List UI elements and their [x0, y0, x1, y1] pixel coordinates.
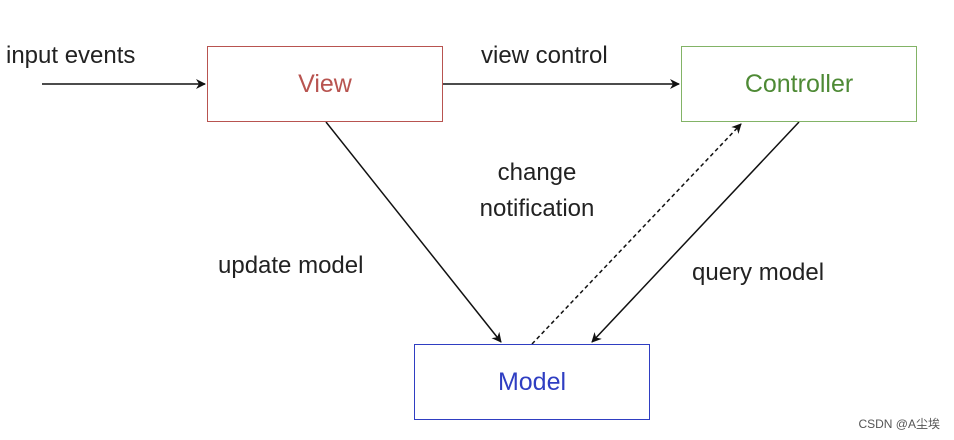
- model-node-label: Model: [497, 367, 567, 396]
- change-notification-line1: change: [497, 159, 577, 186]
- view-node: View: [207, 46, 443, 122]
- update-model-label: update model: [218, 252, 364, 279]
- change-notification-line2: notification: [479, 195, 595, 222]
- change-notification-arrow: [531, 123, 742, 345]
- controller-node-label: Controller: [744, 69, 854, 98]
- query-model-arrow: [591, 121, 800, 343]
- input-events-label: input events: [6, 42, 136, 69]
- model-node: Model: [414, 344, 650, 420]
- controller-node: Controller: [681, 46, 917, 122]
- view-control-label: view control: [481, 42, 608, 69]
- query-model-label: query model: [692, 259, 825, 286]
- update-model-arrow: [325, 121, 502, 343]
- view-node-label: View: [298, 69, 352, 98]
- watermark-text: CSDN @A尘埃: [858, 417, 940, 431]
- change-notification-label: change notification: [462, 155, 612, 227]
